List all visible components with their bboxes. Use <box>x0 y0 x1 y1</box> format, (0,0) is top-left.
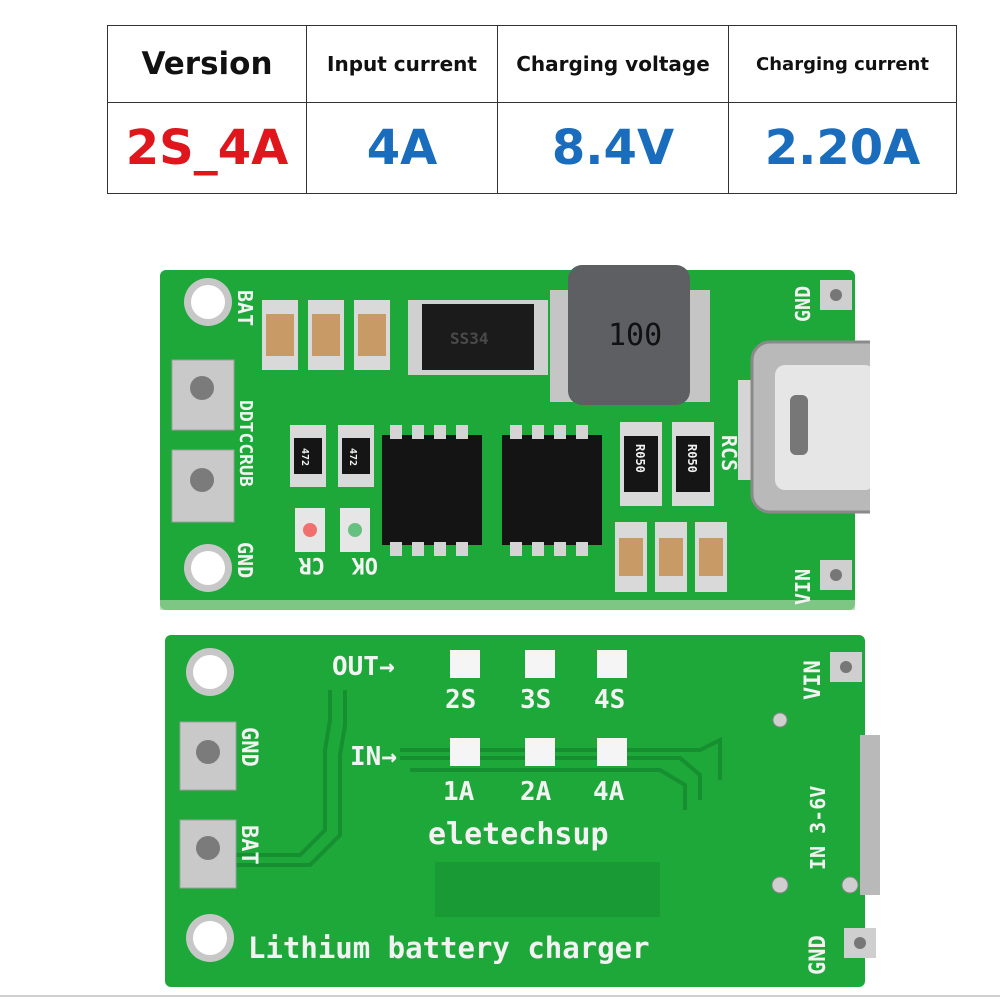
header-charging-current: Charging current <box>728 25 957 103</box>
jumper-4s <box>597 650 627 678</box>
jumper-2a <box>525 738 555 766</box>
top-label-ddtccrub: DDTCCRUB <box>235 400 256 487</box>
out-option-2s: 2S <box>445 685 476 715</box>
brand-label: eletechsup <box>428 817 609 852</box>
bottom-divider <box>0 995 1000 997</box>
board-title: Lithium battery charger <box>248 931 650 965</box>
jumper-4a <box>597 738 627 766</box>
top-label-bat: BAT <box>233 290 257 326</box>
led-ok-dot <box>348 523 362 537</box>
header-charging-voltage: Charging voltage <box>497 25 729 103</box>
mount-hole-bottom-left-inner <box>191 551 225 585</box>
ic-right <box>502 425 602 556</box>
spec-header-row: Version Input current Charging voltage C… <box>107 25 957 103</box>
resistor-b-label: 472 <box>347 448 358 466</box>
jumper-1a <box>450 738 480 766</box>
bottom-label-in-range: IN 3-6V <box>806 786 830 870</box>
top-label-ok: OK <box>351 552 378 577</box>
top-label-gnd-right: GND <box>791 286 815 322</box>
in-option-2a: 2A <box>520 777 552 807</box>
usb-c-shell <box>775 365 870 490</box>
jumper-3s <box>525 650 555 678</box>
top-board-image: BAT DDTCCRUB GND SS34 100 472 472 CR OK <box>160 265 870 610</box>
value-charging-current: 2.20A <box>728 102 957 194</box>
jumper-2s <box>450 650 480 678</box>
inductor-body <box>568 265 690 405</box>
blank-silk-area <box>435 862 660 917</box>
top-label-cr: CR <box>298 552 325 577</box>
bottom-board-image: GND BAT OUT→ 2S 3S 4S IN→ 1A 2A 4A elete… <box>165 635 880 987</box>
bottom-label-gnd-right: GND <box>806 935 831 975</box>
led-cr-dot <box>303 523 317 537</box>
out-option-3s: 3S <box>520 685 551 715</box>
pad-gnd-hole <box>190 468 214 492</box>
in-option-1a: 1A <box>443 777 475 807</box>
mount-hole-top-left-inner <box>191 285 225 319</box>
bottom-label-gnd-left: GND <box>236 727 261 767</box>
out-option-4s: 4S <box>594 685 625 715</box>
sense-b-label: R050 <box>685 444 699 473</box>
value-version: 2S_4A <box>107 102 307 194</box>
bottom-label-in: IN→ <box>350 742 397 772</box>
spec-value-row: 2S_4A 4A 8.4V 2.20A <box>107 102 957 194</box>
bottom-label-vin: VIN <box>801 660 826 700</box>
diode-label: SS34 <box>450 329 489 348</box>
inductor-label: 100 <box>608 318 662 353</box>
top-label-gnd-left: GND <box>233 542 257 578</box>
usb-c-port <box>790 395 808 455</box>
header-input-current: Input current <box>306 25 498 103</box>
bottom-usb-c <box>860 735 880 895</box>
value-charging-voltage: 8.4V <box>497 102 729 194</box>
top-label-rcs: RCS <box>717 435 741 471</box>
sense-a-label: R050 <box>633 444 647 473</box>
capacitor-row-top <box>262 300 390 370</box>
bottom-label-out: OUT→ <box>332 652 395 682</box>
pad-bat-hole <box>190 376 214 400</box>
sense-resistors <box>620 422 714 506</box>
in-option-4a: 4A <box>593 777 625 807</box>
resistor-a-label: 472 <box>299 448 310 466</box>
diode-body <box>422 304 534 370</box>
top-label-vin: VIN <box>791 569 815 605</box>
header-version: Version <box>107 25 307 103</box>
resistor-pair <box>290 425 374 487</box>
ic-left <box>382 425 482 556</box>
spec-table: Version Input current Charging voltage C… <box>107 25 957 194</box>
top-pcb-edge <box>160 600 855 610</box>
capacitor-row-bottom <box>615 522 727 592</box>
value-input-current: 4A <box>306 102 498 194</box>
bottom-pad-gnd <box>179 721 237 791</box>
bottom-pcb-body <box>165 635 865 987</box>
bottom-label-bat: BAT <box>236 825 261 865</box>
